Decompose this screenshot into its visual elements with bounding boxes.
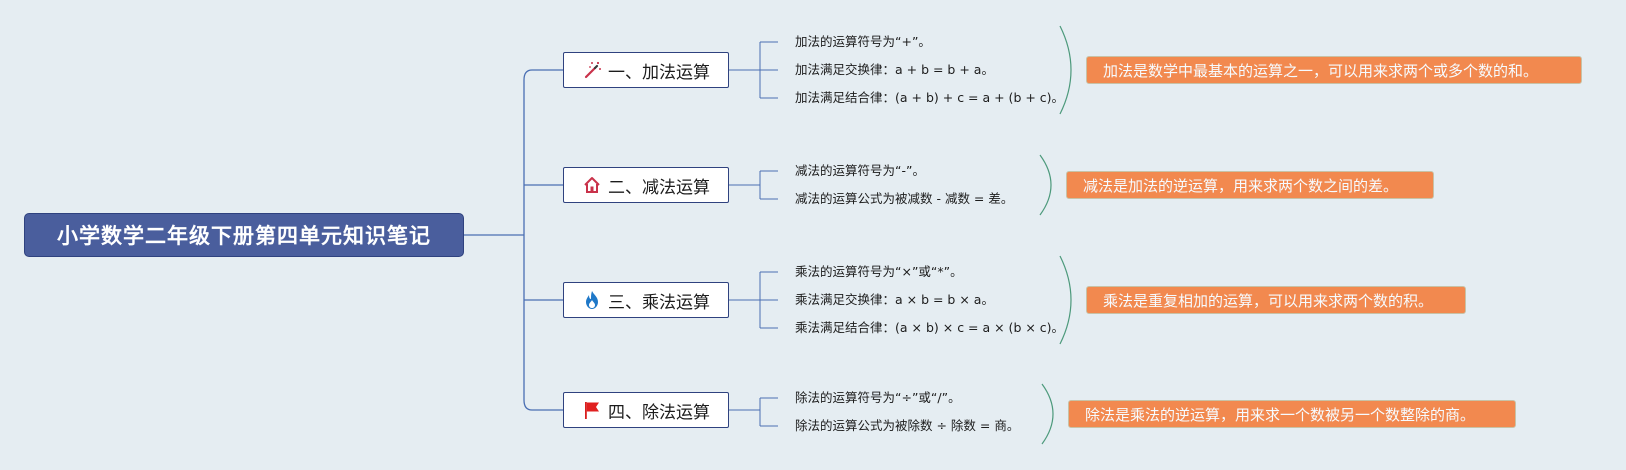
topic-label: 二、减法运算 <box>608 177 710 198</box>
leaf-connector-1 <box>729 41 778 99</box>
note-item[interactable]: 加法满足交换律：a + b = b + a。 <box>795 62 994 77</box>
topic-addition[interactable]: 一、加法运算 <box>563 52 729 88</box>
root-topic[interactable]: 小学数学二年级下册第四单元知识笔记 <box>24 213 464 257</box>
summary-bracket-1 <box>1059 25 1072 115</box>
note-item[interactable]: 乘法满足结合律：(a × b) × c = a × (b × c)。 <box>795 320 1065 335</box>
topic-label: 一、加法运算 <box>608 62 710 83</box>
note-item[interactable]: 乘法满足交换律：a × b = b × a。 <box>795 292 994 307</box>
summary-bracket-3 <box>1059 255 1072 345</box>
flag-icon <box>582 400 602 420</box>
topic-multiplication[interactable]: 三、乘法运算 <box>563 282 729 318</box>
note-item[interactable]: 加法满足结合律：(a + b) + c = a + (b + c)。 <box>795 90 1065 105</box>
note-item[interactable]: 加法的运算符号为“+”。 <box>795 34 931 49</box>
note-item[interactable]: 减法的运算符号为“-”。 <box>795 163 925 178</box>
flame-icon <box>582 290 602 310</box>
summary-division[interactable]: 除法是乘法的逆运算，用来求一个数被另一个数整除的商。 <box>1068 400 1516 428</box>
topic-subtraction[interactable]: 二、减法运算 <box>563 167 729 203</box>
note-item[interactable]: 减法的运算公式为被减数 - 减数 = 差。 <box>795 191 1014 206</box>
summary-multiplication[interactable]: 乘法是重复相加的运算，可以用来求两个数的积。 <box>1086 286 1466 314</box>
leaf-connector-4 <box>729 397 778 427</box>
note-item[interactable]: 乘法的运算符号为“×”或“*”。 <box>795 264 963 279</box>
summary-bracket-4 <box>1041 383 1054 445</box>
note-item[interactable]: 除法的运算符号为“÷”或“/”。 <box>795 390 961 405</box>
leaf-connector-2 <box>729 170 778 200</box>
home-icon <box>582 175 602 195</box>
leaf-connector-3 <box>729 271 778 329</box>
summary-addition[interactable]: 加法是数学中最基本的运算之一，可以用来求两个或多个数的和。 <box>1086 56 1582 84</box>
topic-label: 三、乘法运算 <box>608 292 710 313</box>
topic-division[interactable]: 四、除法运算 <box>563 392 729 428</box>
magic-wand-icon <box>582 60 602 80</box>
topic-label: 四、除法运算 <box>608 402 710 423</box>
summary-subtraction[interactable]: 减法是加法的逆运算，用来求两个数之间的差。 <box>1066 171 1434 199</box>
trunk-line <box>523 69 533 411</box>
summary-bracket-2 <box>1039 154 1052 216</box>
note-item[interactable]: 除法的运算公式为被除数 ÷ 除数 = 商。 <box>795 418 1020 433</box>
